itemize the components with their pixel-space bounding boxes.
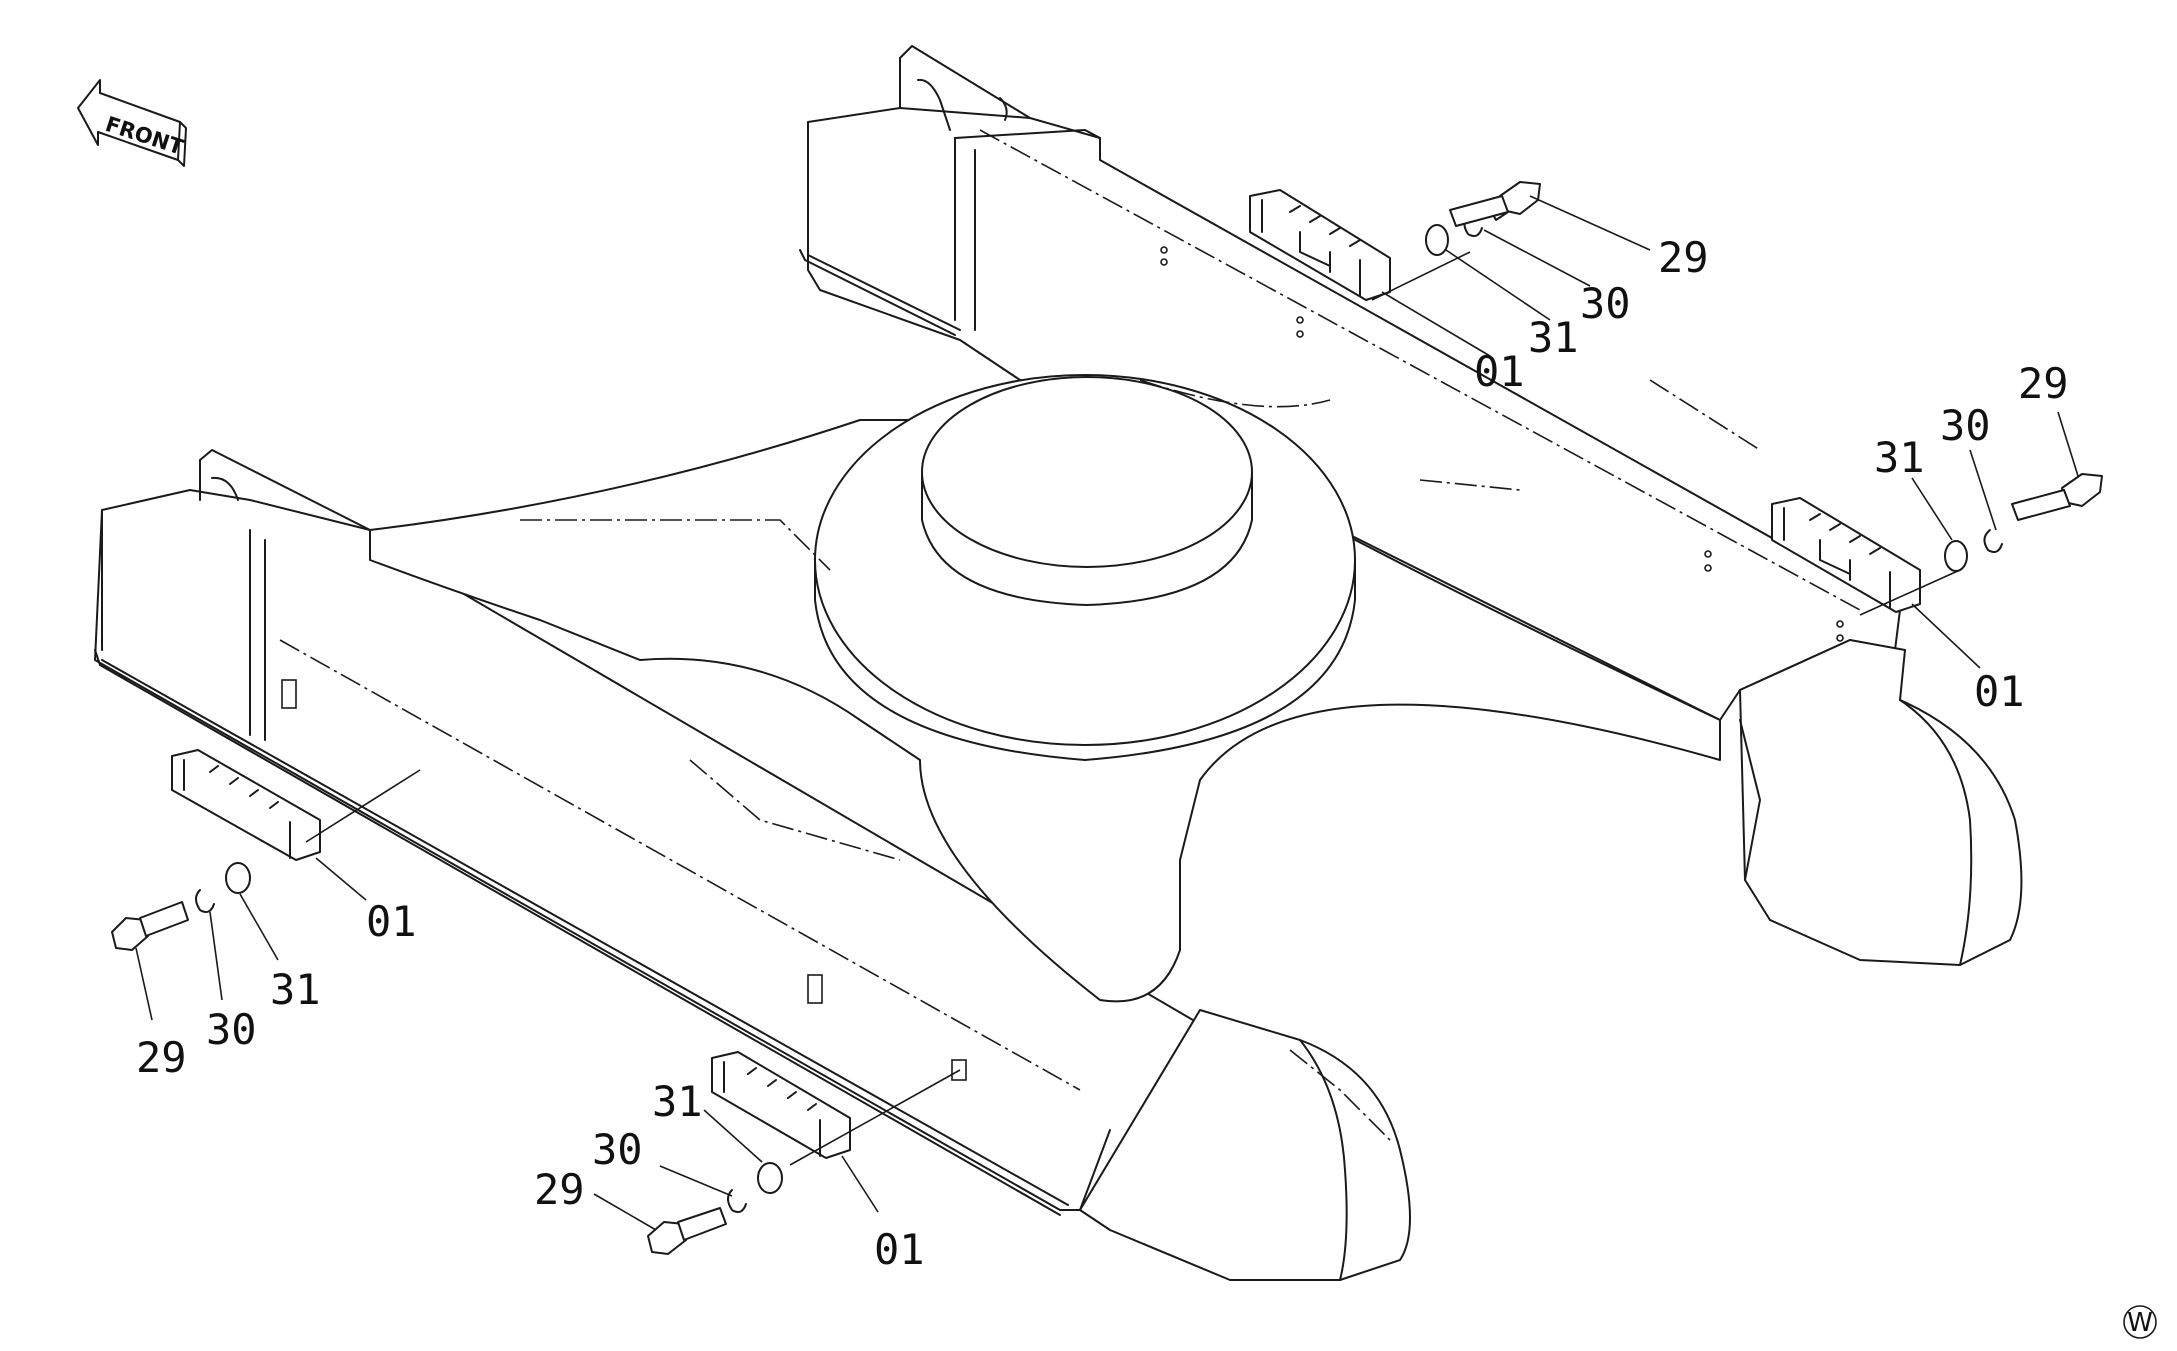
bolt-icon: [2011, 473, 2103, 521]
callout-29: 29: [1658, 233, 1709, 282]
leader-lines: [135, 195, 2079, 1231]
track-guard-left: [171, 749, 321, 861]
callout-31: 31: [1528, 313, 1579, 362]
callout-30: 30: [1940, 401, 1991, 450]
callout-01: 01: [1474, 347, 1525, 396]
callout-labels: 29 30 31 01 29 30 31 01 01 31 30 29 31 3…: [136, 233, 2069, 1274]
bolt-icon: [1449, 181, 1541, 227]
front-arrow-icon: FRONT: [77, 79, 187, 167]
callout-01: 01: [366, 897, 417, 946]
track-guard-top-right: [1249, 189, 1391, 301]
callout-29: 29: [534, 1165, 585, 1214]
callout-01: 01: [1974, 667, 2025, 716]
callout-31: 31: [1874, 433, 1925, 482]
frame-holes: [281, 246, 1844, 1004]
washer-icon: [1425, 224, 1449, 256]
lock-washer-icon: [195, 889, 215, 913]
corner-mark: W: [2123, 1305, 2157, 1339]
callout-30: 30: [1580, 279, 1631, 328]
track-frame: [94, 45, 2023, 1281]
washer-icon: [757, 1162, 783, 1194]
callout-29: 29: [136, 1033, 187, 1082]
corner-mark-label: W: [2127, 1308, 2153, 1338]
callout-31: 31: [270, 965, 321, 1014]
lock-washer-icon: [1983, 529, 2003, 553]
lock-washer-icon: [727, 1189, 747, 1213]
track-guard-bottom: [711, 1051, 851, 1159]
washer-icon: [1944, 540, 1968, 572]
callout-31: 31: [652, 1077, 703, 1126]
callout-30: 30: [592, 1125, 643, 1174]
washer-icon: [225, 862, 251, 894]
callout-01: 01: [874, 1225, 925, 1274]
callout-29: 29: [2018, 359, 2069, 408]
bolt-icon: [111, 901, 189, 951]
callout-30: 30: [206, 1005, 257, 1054]
bolt-icon: [647, 1207, 727, 1255]
